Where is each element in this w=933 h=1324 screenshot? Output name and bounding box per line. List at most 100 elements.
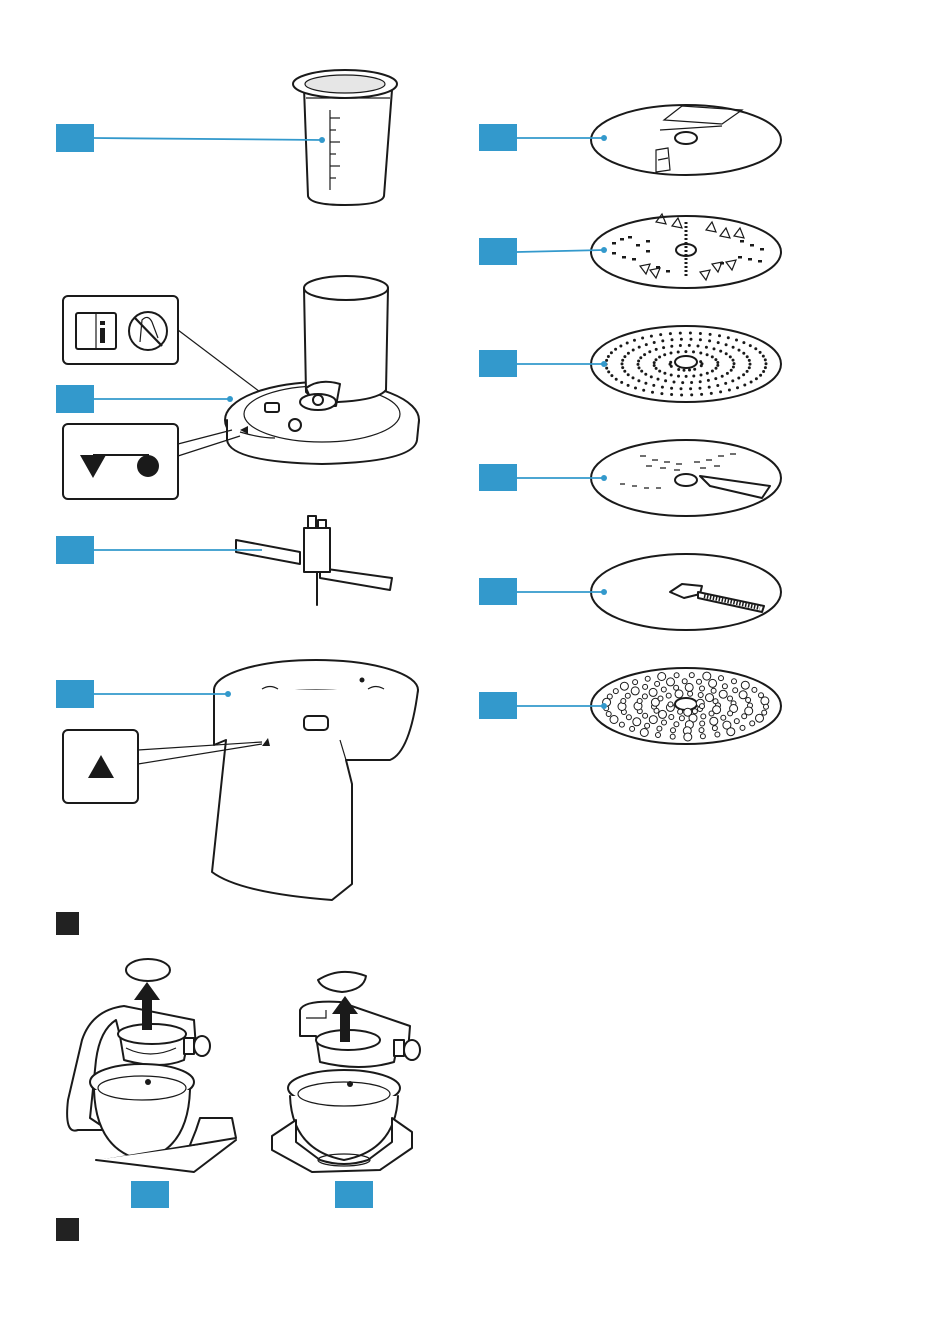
grating-hole [644, 373, 647, 376]
grating-hole [674, 685, 679, 690]
grating-hole [712, 726, 717, 731]
grating-hole [684, 350, 687, 353]
grating-hole [610, 716, 618, 724]
grating-hole [638, 346, 641, 349]
grating-hole [661, 339, 664, 342]
grating-hole [732, 346, 735, 349]
grating-hole [630, 726, 635, 731]
grating-hole [750, 381, 753, 384]
grating-hole [621, 359, 624, 362]
callout-tag [56, 385, 94, 413]
grating-hole [748, 359, 751, 362]
grating-hole [705, 346, 708, 349]
leader-line [178, 330, 268, 398]
grating-hole [673, 381, 676, 384]
grating-hole [631, 687, 639, 695]
grating-hole [701, 362, 704, 365]
grating-hole [640, 370, 643, 373]
grating-hole [667, 678, 675, 686]
grating-hole [620, 381, 623, 384]
grating-hole [619, 722, 624, 727]
warning-box [63, 296, 178, 364]
lock-dot-icon [137, 455, 159, 477]
grating-hole [689, 673, 694, 678]
grating-hole [697, 679, 702, 684]
grating-hole [674, 673, 679, 678]
grating-hole [755, 377, 758, 380]
grating-hole [637, 363, 640, 366]
grating-hole [690, 393, 693, 396]
grating-hole [685, 683, 693, 691]
grating-hole [649, 688, 657, 696]
grating-hole [719, 350, 722, 353]
grating-hole [736, 386, 739, 389]
potato-grating-disc [591, 668, 781, 744]
grating-hole [610, 351, 613, 354]
grating-hole [641, 337, 644, 340]
grating-hole [709, 711, 714, 716]
grating-hole [761, 697, 769, 705]
grating-hole [684, 733, 692, 741]
grating-hole [697, 345, 700, 348]
grating-hole [670, 345, 673, 348]
grating-hole [752, 687, 757, 692]
grating-hole [649, 716, 657, 724]
callout-tag [56, 680, 94, 708]
grating-hole [661, 386, 664, 389]
grating-hole [733, 688, 738, 693]
callout-tag [479, 350, 517, 377]
grating-hole [652, 384, 655, 387]
grating-hole [680, 394, 683, 397]
grating-hole [653, 361, 656, 364]
callout-tag [56, 124, 94, 152]
grating-hole [670, 734, 675, 739]
grating-hole [621, 366, 624, 369]
grating-hole [656, 733, 661, 738]
grating-hole [729, 355, 732, 358]
grating-hole [670, 374, 673, 377]
callout-tag [479, 464, 517, 491]
callout-tag [479, 578, 517, 605]
grating-hole [716, 384, 719, 387]
grating-hole [706, 372, 709, 375]
grating-hole [655, 358, 658, 361]
leader-dot [601, 475, 607, 481]
grating-hole [682, 679, 687, 684]
grating-hole [681, 381, 684, 384]
grating-hole [627, 384, 630, 387]
grating-hole [660, 392, 663, 395]
grating-hole [674, 722, 679, 727]
grating-hole [663, 353, 666, 356]
grating-hole [650, 335, 653, 338]
grating-hole [700, 721, 705, 726]
grating-hole [670, 393, 673, 396]
grating-hole [607, 355, 610, 358]
slicing-disc-thin [591, 105, 781, 175]
leader-dot [601, 247, 607, 253]
grating-hole [650, 375, 653, 378]
grating-hole [718, 334, 721, 337]
grating-hole [679, 716, 684, 721]
grating-hole [764, 358, 767, 361]
grating-hole [719, 690, 727, 698]
callout-tag [479, 692, 517, 719]
grating-hole [637, 379, 640, 382]
grating-hole [688, 691, 693, 696]
grating-hole [658, 370, 661, 373]
grating-hole [615, 378, 618, 381]
grating-hole [679, 332, 682, 335]
julienne-disc-fine [591, 554, 781, 630]
grating-hole [721, 715, 726, 720]
grating-hole [664, 379, 667, 382]
grating-hole [725, 343, 728, 346]
grating-hole [749, 363, 752, 366]
grating-hole [638, 366, 641, 369]
grating-hole [640, 729, 648, 737]
leader-line [94, 138, 322, 140]
julienne-disc [591, 440, 781, 516]
grating-hole [643, 684, 648, 689]
grating-hole [658, 356, 661, 359]
grating-hole [621, 699, 626, 704]
grating-hole [699, 352, 702, 355]
